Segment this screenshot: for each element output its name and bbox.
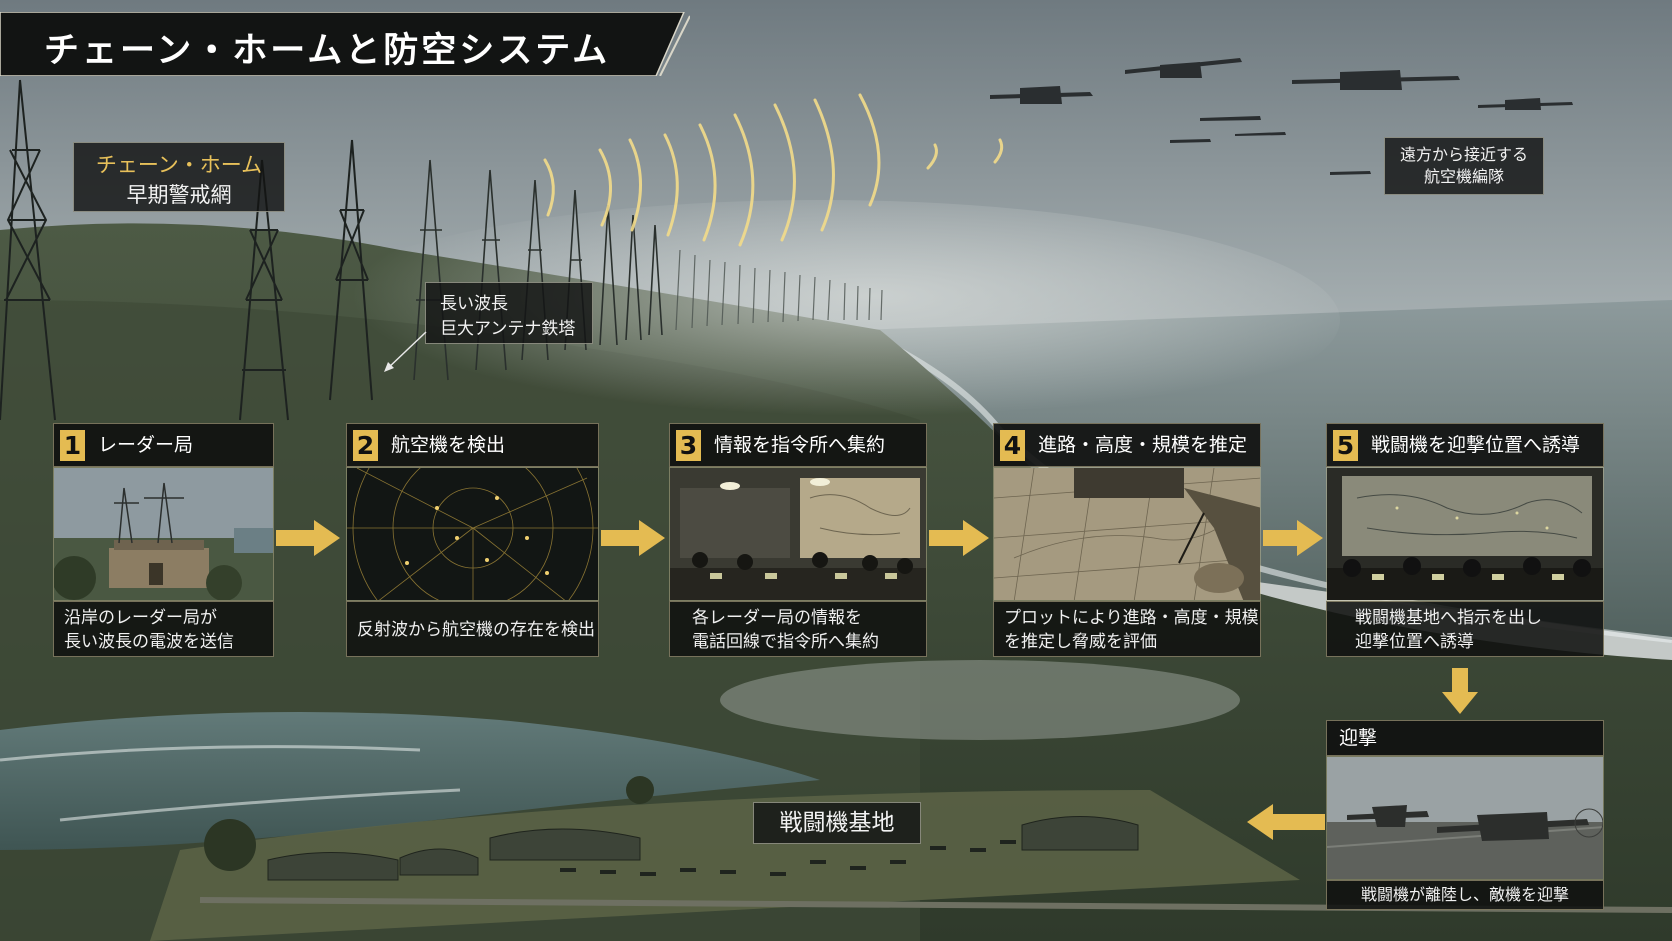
step-4-caption-line1: プロットにより進路・高度・規模 (1004, 608, 1259, 628)
step-5-caption-line2: 迎撃位置へ誘導 (1355, 632, 1474, 652)
flow-arrow-3-to-4 (929, 520, 989, 556)
step-5-caption-line1: 戦闘機基地へ指示を出し (1355, 608, 1542, 628)
flow-arrow-2-to-3 (601, 520, 665, 556)
step-1-header: 1 レーダー局 (53, 423, 274, 467)
step-5-card: 5 戦闘機を迎撃位置へ誘導 戦闘機基地へ指示を出し 迎撃位置へ誘導 (1326, 423, 1604, 667)
step-5-title: 戦闘機を迎撃位置へ誘導 (1371, 434, 1581, 456)
step-1-caption-line1: 沿岸のレーダー局が (64, 608, 217, 628)
antenna-pointer-arrow (384, 331, 427, 372)
flow-arrow-intercept-to-airbase (1247, 804, 1325, 840)
step-4-card: 4 進路・高度・規模を推定 プロットにより進路・高度・規模 を推定し脅威を評価 (993, 423, 1261, 667)
step-1-card: 1 レーダー局 沿岸のレーダー局が 長い波長の電波を送信 (53, 423, 274, 667)
chain-home-label-title: チェーン・ホーム (95, 153, 263, 177)
step-1-caption: 沿岸のレーダー局が 長い波長の電波を送信 (53, 601, 274, 657)
antenna-note-line1: 長い波長 (440, 294, 508, 314)
step-3-caption: 各レーダー局の情報を 電話回線で指令所へ集約 (669, 601, 927, 657)
step-3-number: 3 (676, 430, 701, 461)
operations-room-image (1326, 467, 1604, 601)
step-2-number: 2 (353, 430, 378, 461)
step-2-title: 航空機を検出 (391, 434, 506, 456)
step-2-caption-line1: 反射波から航空機の存在を検出 (357, 620, 595, 640)
flow-arrow-5-to-intercept (1442, 668, 1478, 714)
step-1-caption-line2: 長い波長の電波を送信 (64, 632, 234, 652)
radar-station-image (53, 467, 274, 601)
title-banner: チェーン・ホームと防空システム (0, 12, 690, 76)
intercept-caption: 戦闘機が離陸し、敵機を迎撃 (1326, 880, 1604, 910)
airbase-label-text: 戦闘機基地 (779, 810, 895, 836)
fighters-takeoff-image (1326, 756, 1604, 880)
title-banner-shape (0, 12, 690, 76)
antenna-note-line2: 巨大アンテナ鉄塔 (440, 319, 576, 339)
intercept-title: 迎撃 (1339, 727, 1378, 749)
airbase-label: 戦闘機基地 (753, 802, 921, 844)
step-2-card: 2 航空機を検出 反射波から航空機の存在を検出 (346, 423, 599, 667)
step-3-caption-line1: 各レーダー局の情報を (692, 608, 862, 628)
step-5-number: 5 (1333, 430, 1358, 461)
step-4-caption: プロットにより進路・高度・規模 を推定し脅威を評価 (993, 601, 1261, 657)
intercept-card: 迎撃 戦闘機が離陸し、敵機を迎撃 (1326, 720, 1604, 910)
step-5-header: 5 戦闘機を迎撃位置へ誘導 (1326, 423, 1604, 467)
antenna-note-label: 長い波長 巨大アンテナ鉄塔 (425, 282, 593, 344)
step-4-header: 4 進路・高度・規模を推定 (993, 423, 1261, 467)
step-4-number: 4 (1000, 430, 1025, 461)
formation-note-label: 遠方から接近する 航空機編隊 (1384, 137, 1544, 195)
step-3-title: 情報を指令所へ集約 (714, 434, 886, 456)
chain-home-label: チェーン・ホーム 早期警戒網 (73, 142, 285, 212)
step-2-header: 2 航空機を検出 (346, 423, 599, 467)
step-3-caption-line2: 電話回線で指令所へ集約 (692, 632, 879, 652)
flow-arrow-1-to-2 (276, 520, 340, 556)
chain-home-label-sub: 早期警戒網 (126, 183, 232, 207)
step-1-title: レーダー局 (98, 434, 194, 456)
page-title: チェーン・ホームと防空システム (44, 31, 611, 71)
step-5-caption: 戦闘機基地へ指示を出し 迎撃位置へ誘導 (1326, 601, 1604, 657)
radar-scope-image (346, 467, 599, 601)
intercept-header: 迎撃 (1326, 720, 1604, 756)
step-4-caption-line2: を推定し脅威を評価 (1004, 632, 1157, 652)
flow-arrow-4-to-5 (1263, 520, 1323, 556)
step-4-title: 進路・高度・規模を推定 (1038, 434, 1248, 456)
plotting-table-image (993, 467, 1261, 601)
step-3-header: 3 情報を指令所へ集約 (669, 423, 927, 467)
step-1-number: 1 (60, 430, 85, 461)
step-3-card: 3 情報を指令所へ集約 各レーダー局の情報を 電話回線で指令所へ集約 (669, 423, 927, 667)
command-room-image (669, 467, 927, 601)
step-2-caption: 反射波から航空機の存在を検出 (346, 601, 599, 657)
formation-note-line2: 航空機編隊 (1423, 167, 1504, 186)
intercept-caption-text: 戦闘機が離陸し、敵機を迎撃 (1360, 885, 1569, 904)
formation-note-line1: 遠方から接近する (1399, 145, 1528, 164)
